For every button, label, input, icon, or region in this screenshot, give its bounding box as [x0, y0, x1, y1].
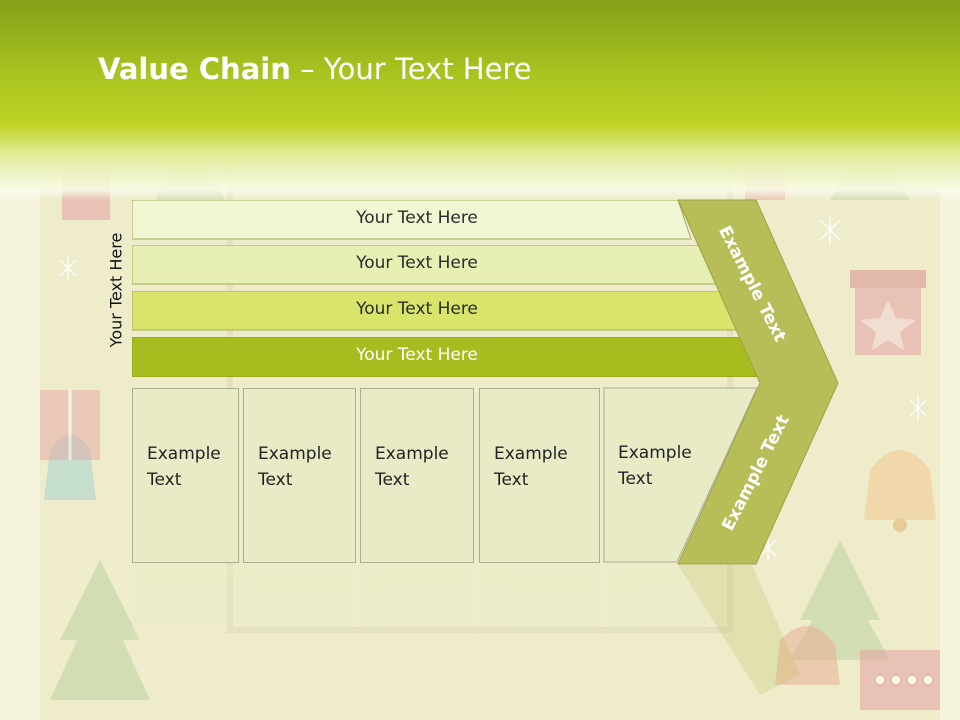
snowflake-icon [59, 216, 927, 560]
box-text-1: Example Text [147, 444, 221, 490]
bar-label-2: Your Text Here [356, 253, 478, 273]
slide-title: Value Chain – Your Text Here [98, 52, 532, 86]
bar-label-4: Your Text Here [356, 345, 478, 365]
bar-label-1: Your Text Here [356, 208, 478, 228]
activity-box-5 [603, 387, 758, 563]
activity-box-1: Example Text [132, 388, 239, 563]
box-text-3: Example Text [375, 444, 449, 490]
activity-box-3: Example Text [360, 388, 474, 563]
gift-icon [860, 650, 940, 710]
gift-icon [850, 270, 926, 355]
tree-icon [50, 560, 150, 700]
title-bold: Value Chain [98, 52, 291, 86]
bell-icon [775, 626, 840, 685]
side-label: Your Text Here [106, 232, 126, 348]
header-band [0, 0, 960, 200]
box-text-2: Example Text [258, 444, 332, 490]
bar-shape [132, 200, 692, 240]
gift-icon [40, 390, 100, 460]
bell-icon [864, 450, 936, 532]
activity-box-2: Example Text [243, 388, 356, 563]
bar-shape [132, 337, 764, 377]
box-text-4: Example Text [494, 444, 568, 490]
bar-label-3: Your Text Here [356, 299, 478, 319]
title-rest: – Your Text Here [290, 52, 532, 86]
chevron-arrow [677, 199, 839, 565]
activity-box-4: Example Text [479, 388, 600, 563]
box-text-5: Example Text [618, 443, 692, 489]
